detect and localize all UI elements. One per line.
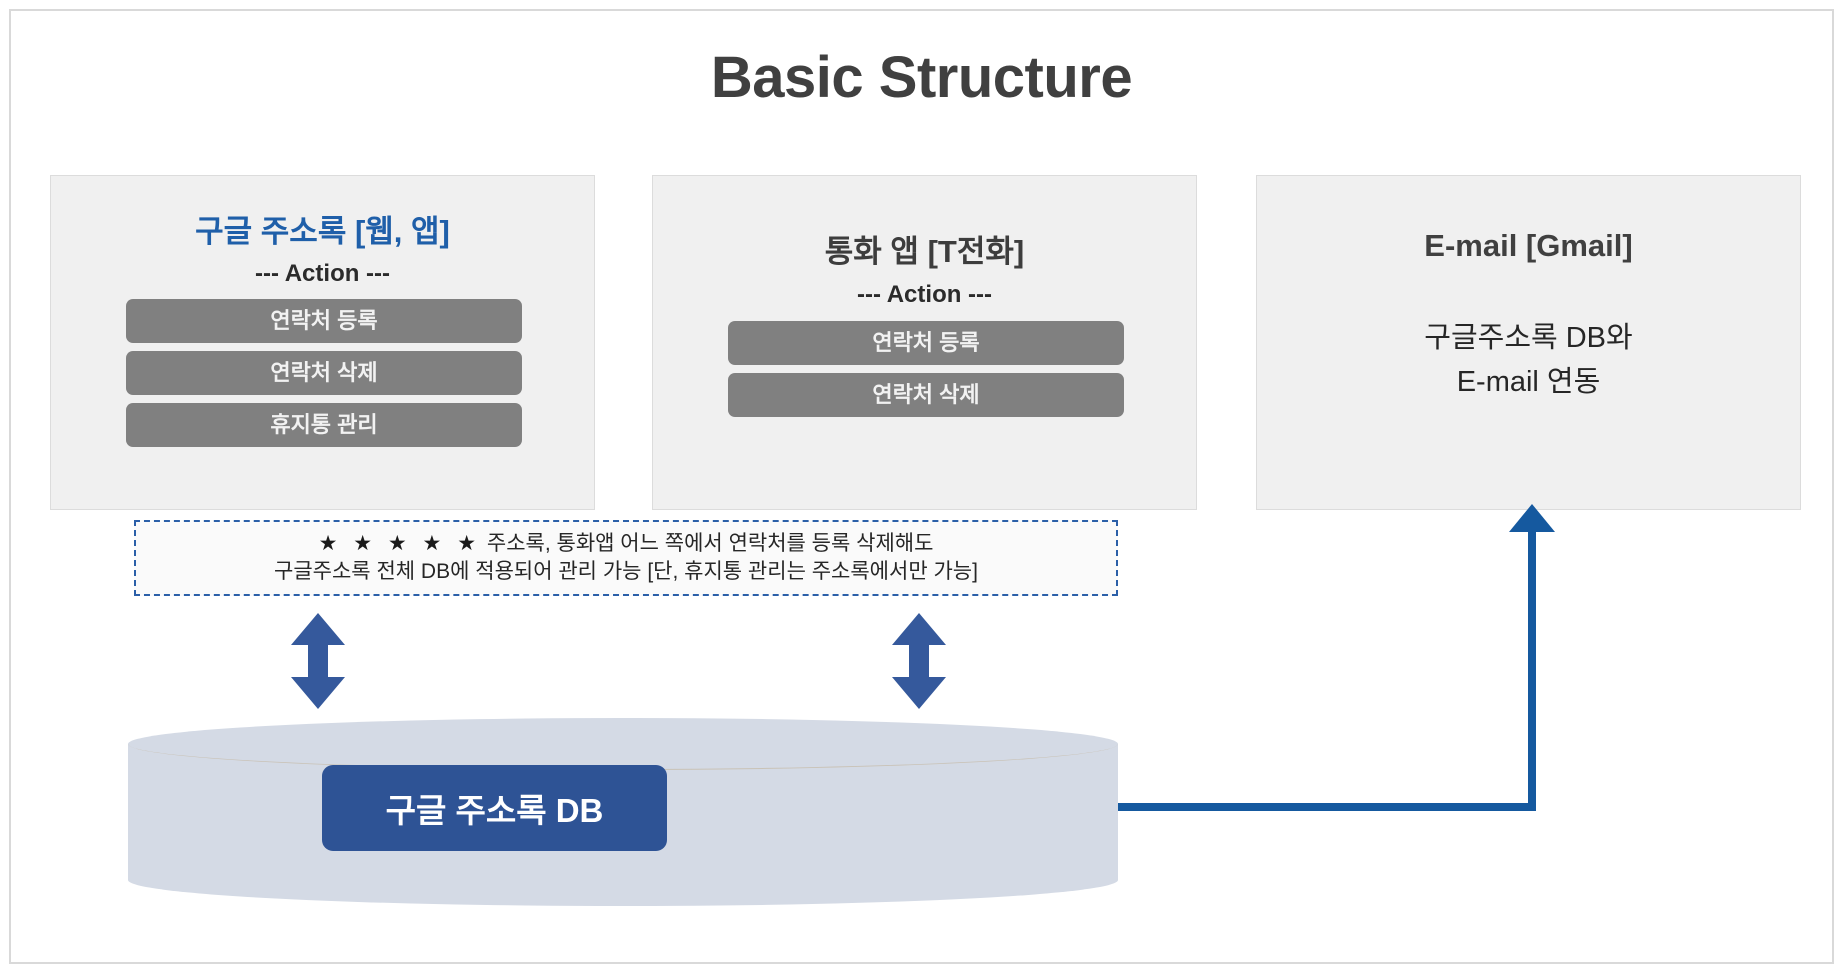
star-rating-icon: ★ ★ ★ ★ ★: [318, 531, 482, 555]
panel-call-app-action-label: --- Action ---: [856, 281, 993, 308]
action-register-contact[interactable]: 연락처 등록: [126, 299, 522, 343]
sync-note-box: ★ ★ ★ ★ ★ 주소록, 통화앱 어느 쪽에서 연락처를 등록 삭제해도 구…: [134, 520, 1118, 596]
connector-db-to-email-horizontal: [1118, 803, 1536, 811]
panel-google-contacts: 구글 주소록 [웹, 앱] --- Action --- 연락처 등록 연락처 …: [50, 175, 595, 510]
panel-call-app-action-list: 연락처 등록 연락처 삭제: [728, 321, 1124, 425]
database-label: 구글 주소록 DB: [322, 765, 667, 851]
action-register-contact-callapp[interactable]: 연락처 등록: [728, 321, 1124, 365]
panel-google-contacts-header: 구글 주소록 [웹, 앱]: [195, 214, 450, 249]
panel-email-header: E-mail [Gmail]: [1424, 228, 1633, 263]
panel-call-app: 통화 앱 [T전화] --- Action --- 연락처 등록 연락처 삭제: [652, 175, 1197, 510]
action-delete-contact[interactable]: 연락처 삭제: [126, 351, 522, 395]
connector-db-to-email-vertical: [1528, 528, 1536, 808]
cylinder-bottom-ellipse: [128, 854, 1118, 906]
sync-note-line-1: ★ ★ ★ ★ ★ 주소록, 통화앱 어느 쪽에서 연락처를 등록 삭제해도: [319, 530, 934, 558]
panel-email-body: 구글주소록 DB와 E-mail 연동: [1424, 322, 1633, 399]
action-manage-trash[interactable]: 휴지통 관리: [126, 403, 522, 447]
panel-email: E-mail [Gmail] 구글주소록 DB와 E-mail 연동: [1256, 175, 1801, 510]
panel-google-contacts-action-label: --- Action ---: [254, 260, 391, 287]
sync-note-text-1: 주소록, 통화앱 어느 쪽에서 연락처를 등록 삭제해도: [486, 531, 934, 555]
connector-db-to-email-arrowhead-icon: [1509, 504, 1555, 532]
action-delete-contact-callapp[interactable]: 연락처 삭제: [728, 373, 1124, 417]
cylinder-top-ellipse: [128, 718, 1118, 770]
double-arrow-callapp-to-db: [892, 613, 946, 709]
panel-google-contacts-action-list: 연락처 등록 연락처 삭제 휴지통 관리: [126, 299, 522, 455]
outer-border: [9, 9, 1834, 964]
sync-note-line-2: 구글주소록 전체 DB에 적용되어 관리 가능 [단, 휴지통 관리는 주소록에…: [274, 560, 978, 583]
panel-call-app-header: 통화 앱 [T전화]: [824, 234, 1025, 269]
double-arrow-contacts-to-db: [291, 613, 345, 709]
page-title: Basic Structure: [710, 45, 1133, 110]
